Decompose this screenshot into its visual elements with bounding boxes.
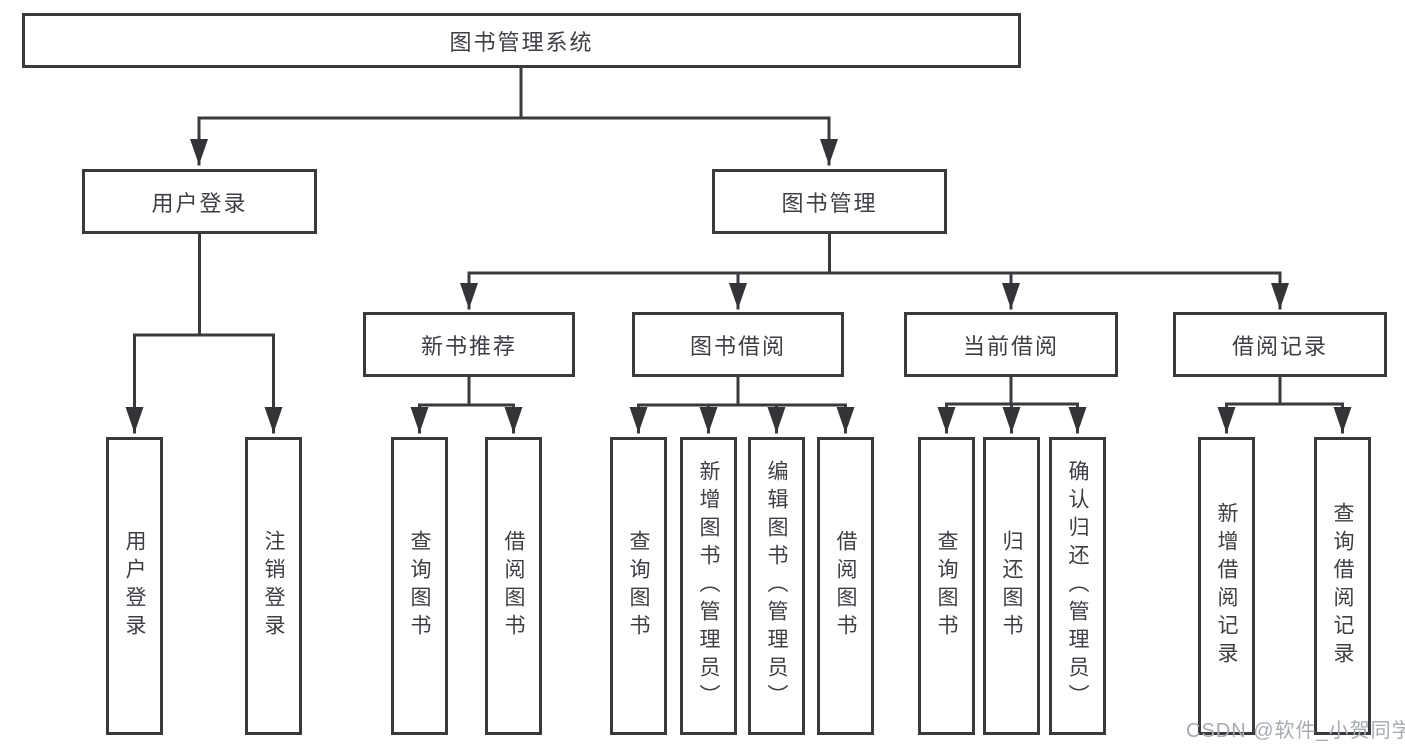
leaf-query-books-borrow: 查询图书 — [610, 437, 667, 735]
node-book-management: 图书管理 — [712, 169, 947, 234]
leaf-query-books-current: 查询图书 — [918, 437, 975, 735]
node-current-borrow: 当前借阅 — [904, 312, 1118, 377]
csdn-watermark: CSDN @软件_小贺同学 — [1186, 720, 1405, 742]
node-library-management-system: 图书管理系统 — [22, 13, 1021, 68]
node-book-borrow: 图书借阅 — [632, 312, 844, 377]
node-user-login: 用户登录 — [82, 169, 317, 234]
leaf-return-books: 归还图书 — [983, 437, 1040, 735]
leaf-borrow-books-recommend: 借阅图书 — [485, 437, 542, 735]
leaf-edit-books-admin: 编辑图书（管理员） — [748, 437, 805, 735]
leaf-logout: 注销登录 — [245, 437, 302, 735]
leaf-add-borrow-record: 新增借阅记录 — [1198, 437, 1255, 735]
leaf-user-login: 用户登录 — [106, 437, 163, 735]
leaf-query-borrow-record: 查询借阅记录 — [1314, 437, 1371, 735]
node-borrow-records: 借阅记录 — [1173, 312, 1387, 377]
leaf-add-books-admin: 新增图书（管理员） — [680, 437, 737, 735]
leaf-borrow-books: 借阅图书 — [817, 437, 874, 735]
leaf-confirm-return-admin: 确认归还（管理员） — [1049, 437, 1106, 735]
node-new-book-recommend: 新书推荐 — [363, 312, 575, 377]
leaf-query-books-recommend: 查询图书 — [391, 437, 448, 735]
